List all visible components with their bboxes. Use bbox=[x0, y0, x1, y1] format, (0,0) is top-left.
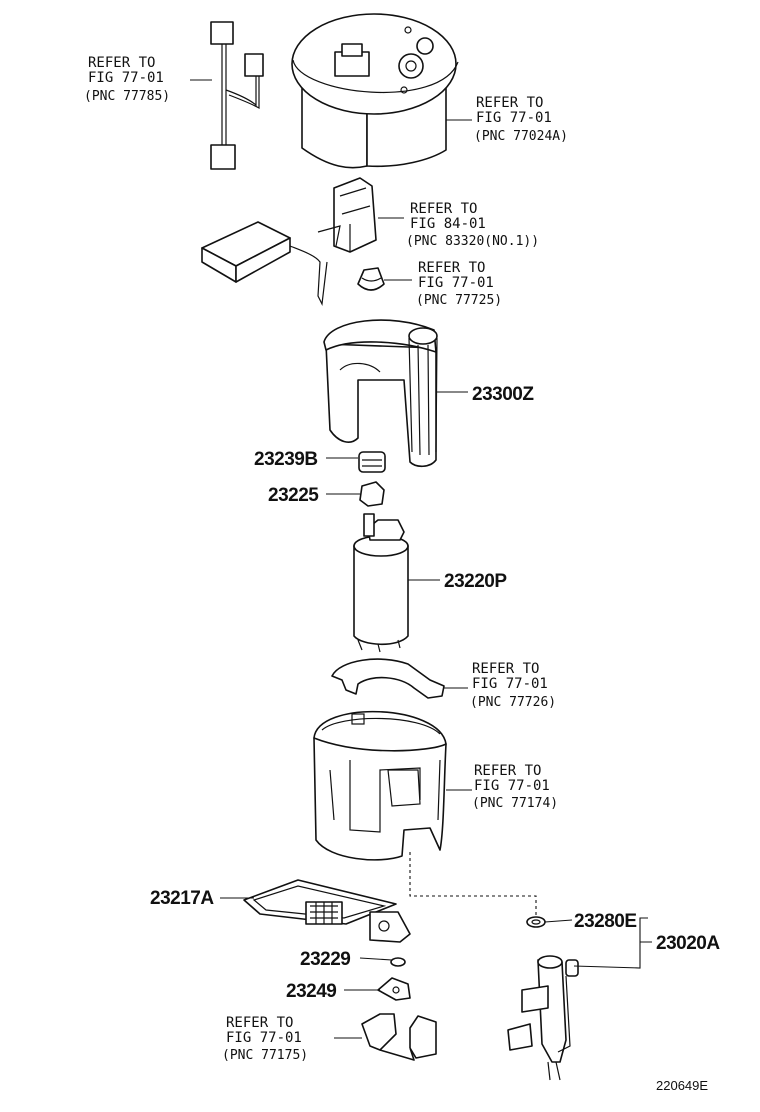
sender-bracket-cup bbox=[313, 710, 447, 861]
svg-text:FIG 84-01: FIG 84-01 bbox=[410, 216, 486, 232]
ref-block-77725: REFER TO FIG 77-01 (PNC 77725) bbox=[416, 260, 502, 308]
fuel-suction-tube bbox=[323, 319, 438, 468]
part-23229 bbox=[390, 957, 406, 967]
part-number-23239b: 23239B bbox=[254, 449, 318, 470]
fuel-sender-gauge bbox=[201, 177, 377, 307]
svg-text:(PNC 77725): (PNC 77725) bbox=[416, 293, 502, 308]
part-number-23229: 23229 bbox=[300, 949, 350, 970]
grommet bbox=[357, 267, 385, 291]
svg-text:FIG 77-01: FIG 77-01 bbox=[476, 110, 552, 126]
part-number-23220p: 23220P bbox=[444, 571, 507, 592]
svg-text:(PNC 77175): (PNC 77175) bbox=[222, 1048, 308, 1063]
part-23249 bbox=[377, 977, 411, 1001]
part-number-23300z: 23300Z bbox=[472, 384, 534, 405]
diagram-code: 220649E bbox=[656, 1078, 708, 1093]
svg-text:REFER TO: REFER TO bbox=[474, 763, 541, 779]
svg-text:REFER TO: REFER TO bbox=[472, 661, 539, 677]
part-23239b bbox=[358, 451, 386, 473]
svg-text:(PNC 77024A): (PNC 77024A) bbox=[474, 129, 568, 144]
part-number-23217a: 23217A bbox=[150, 888, 214, 909]
svg-text:FIG 77-01: FIG 77-01 bbox=[418, 275, 494, 291]
svg-text:FIG 77-01: FIG 77-01 bbox=[472, 676, 548, 692]
fuel-pump bbox=[353, 513, 409, 653]
leader-lines bbox=[190, 79, 652, 1039]
lower-bracket bbox=[361, 1013, 437, 1061]
svg-text:REFER TO: REFER TO bbox=[476, 95, 543, 111]
svg-text:(PNC 77726): (PNC 77726) bbox=[470, 695, 556, 710]
fuel-pump-retainer bbox=[331, 658, 445, 699]
fuel-filter bbox=[243, 879, 411, 943]
svg-text:REFER TO: REFER TO bbox=[88, 55, 155, 71]
ref-block-83320: REFER TO FIG 84-01 (PNC 83320(NO.1)) bbox=[406, 201, 539, 249]
ref-block-77785: REFER TO FIG 77-01 (PNC 77785) bbox=[84, 55, 170, 104]
part-number-23225: 23225 bbox=[268, 485, 319, 506]
wire-harness bbox=[210, 21, 264, 170]
svg-text:(PNC 83320(NO.1)): (PNC 83320(NO.1)) bbox=[406, 234, 539, 249]
alignment-dashed-line bbox=[409, 852, 537, 916]
ref-block-77175: REFER TO FIG 77-01 (PNC 77175) bbox=[222, 1015, 308, 1063]
svg-text:(PNC 77174): (PNC 77174) bbox=[472, 796, 558, 811]
o-ring-23280e bbox=[526, 916, 546, 928]
svg-text:FIG 77-01: FIG 77-01 bbox=[226, 1030, 302, 1046]
ref-block-77174: REFER TO FIG 77-01 (PNC 77174) bbox=[472, 763, 558, 811]
part-number-23280e: 23280E bbox=[574, 911, 637, 932]
pressure-regulator-assy bbox=[507, 955, 579, 1081]
svg-text:FIG 77-01: FIG 77-01 bbox=[474, 778, 550, 794]
part-number-23249: 23249 bbox=[286, 981, 336, 1002]
ref-block-77726: REFER TO FIG 77-01 (PNC 77726) bbox=[470, 661, 556, 710]
svg-text:REFER TO: REFER TO bbox=[418, 260, 485, 276]
part-23225 bbox=[359, 481, 385, 507]
svg-text:REFER TO: REFER TO bbox=[226, 1015, 293, 1031]
svg-text:(PNC 77785): (PNC 77785) bbox=[84, 89, 170, 104]
svg-text:FIG 77-01: FIG 77-01 bbox=[88, 70, 164, 86]
svg-text:REFER TO: REFER TO bbox=[410, 201, 477, 217]
sender-gauge-top bbox=[291, 13, 459, 169]
ref-block-77024a: REFER TO FIG 77-01 (PNC 77024A) bbox=[474, 95, 568, 144]
part-number-23020a: 23020A bbox=[656, 933, 720, 954]
